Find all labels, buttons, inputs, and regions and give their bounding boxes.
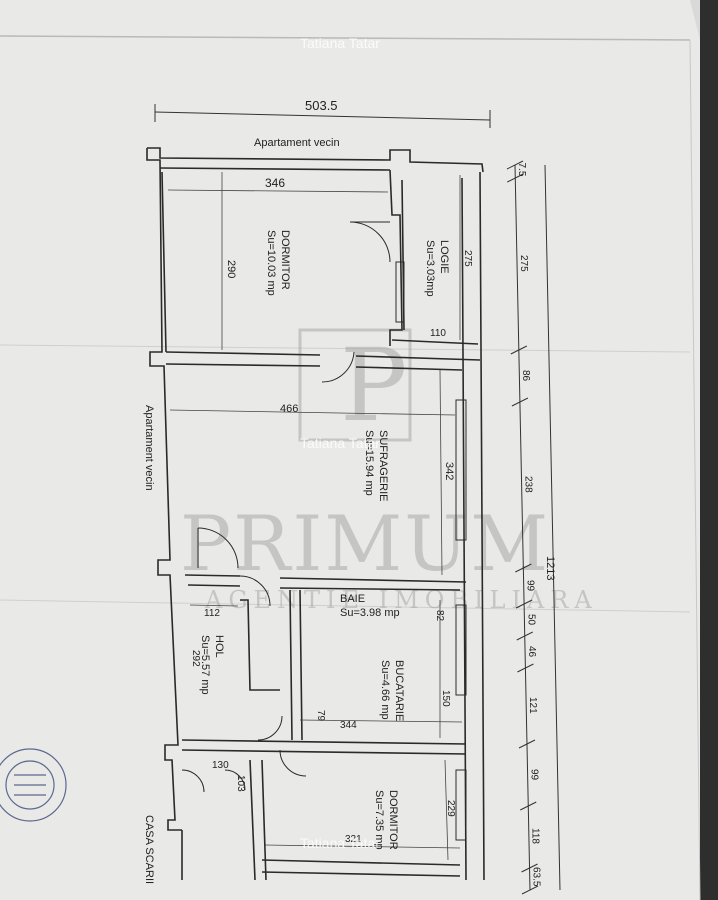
right-dimension-labels: 7.5 275 86 238 99 50 46 121 99 118 63.5 <box>516 163 542 887</box>
certification-stamp <box>0 748 67 822</box>
dimension-chain-label: 118 <box>530 828 541 844</box>
dimension-tick <box>515 563 532 573</box>
dimension-tick <box>520 801 537 811</box>
dim-103: 103 <box>235 775 246 792</box>
dark-edge <box>700 0 718 900</box>
dimension-chain-label: 50 <box>525 614 536 626</box>
dim-342: 342 <box>443 462 455 480</box>
doors <box>181 221 391 793</box>
dimension-chain-label: 99 <box>525 580 536 592</box>
room-area: Su=5.57 mp <box>199 635 211 695</box>
room-bucatarie: BUCATARIE Su=4.66 mp <box>379 660 405 721</box>
room-area: Su=4.66 mp <box>379 660 391 720</box>
dim-150: 150 <box>440 690 451 707</box>
dimension-chain-label: 86 <box>520 370 531 382</box>
logo-tagline: AGENTIE IMOBILIARA <box>204 586 598 614</box>
room-name: BAIE <box>340 593 365 605</box>
right-dimension-lines <box>514 164 561 891</box>
dim-82: 82 <box>434 610 445 622</box>
dimension-tick <box>518 739 536 749</box>
dim-321: 321 <box>345 834 362 845</box>
dim-466: 466 <box>280 403 298 415</box>
label-neighbor-top: Apartament vecin <box>254 137 340 149</box>
dimension-tick <box>507 173 524 183</box>
room-name: DORMITOR <box>279 230 291 290</box>
dimension-chain-label: 7.5 <box>516 163 527 177</box>
interior-dimension-lines <box>167 172 463 861</box>
dimension-chain-label: 63.5 <box>531 867 542 887</box>
room-dormitor-1: DORMITOR Su=10.03 mp <box>265 230 291 296</box>
room-name: HOL <box>213 635 225 658</box>
dimension-chain-label: 238 <box>522 476 533 493</box>
agency-logo: P PRIMUM AGENTIE IMOBILIARA <box>180 327 598 614</box>
dimension-tick <box>511 397 529 407</box>
paper-fold-2 <box>0 599 691 613</box>
paper-fold-top <box>0 35 691 41</box>
top-dimension <box>154 104 491 128</box>
logo-letter: P <box>340 327 407 444</box>
dim-79: 79 <box>315 710 326 722</box>
room-baie: BAIE Su=3.98 mp <box>340 593 400 619</box>
room-name: BUCATARIE <box>393 660 405 721</box>
dimension-tick <box>516 631 533 641</box>
room-area: Su=10.03 mp <box>265 230 277 296</box>
paper-fold-right <box>689 39 701 900</box>
room-hol: HOL Su=5.57 mp <box>199 635 225 695</box>
watermark-top: Tatiana Tatar <box>300 35 380 51</box>
room-area: Su=7.35 mp <box>373 790 385 850</box>
right-dimension-ticks <box>506 160 539 895</box>
windows <box>395 261 467 841</box>
dimension-chain-label: 121 <box>527 697 538 714</box>
dim-346: 346 <box>265 176 285 190</box>
room-area: Su=15.94 mp <box>363 430 375 496</box>
dimension-tick <box>515 599 533 609</box>
dim-110: 110 <box>430 328 446 339</box>
dim-344: 344 <box>340 720 357 731</box>
dimension-chain-label: 275 <box>518 255 529 272</box>
dimension-chain-label: 46 <box>526 646 537 658</box>
room-logie: LOGIE Su=3.03mp <box>424 240 450 297</box>
dim-275: 275 <box>462 250 473 267</box>
room-dormitor-2: DORMITOR Su=7.35 mp <box>373 790 399 850</box>
watermark-bottom: Tatiana Tatar <box>300 835 380 851</box>
room-area: Su=3.03mp <box>424 240 436 297</box>
room-sufragerie: SUFRAGERIE Su=15.94 mp <box>363 430 389 502</box>
room-name: LOGIE <box>438 240 450 274</box>
dimension-tick <box>510 345 528 355</box>
watermark-middle: Tatiana Tatar <box>300 435 380 451</box>
dimension-tick <box>521 863 538 873</box>
logo-name: PRIMUM <box>180 499 550 588</box>
room-name: SUFRAGERIE <box>377 430 389 502</box>
dim-290: 290 <box>225 260 237 278</box>
paper-fold-1 <box>0 344 691 353</box>
dim-right-total: 1213 <box>544 556 556 580</box>
dim-229: 229 <box>445 800 456 817</box>
dim-112: 112 <box>204 608 220 619</box>
label-neighbor-left: Apartament vecin <box>143 405 155 491</box>
dim-292: 292 <box>190 650 201 667</box>
dimension-chain-label: 99 <box>528 769 539 781</box>
dim-130: 130 <box>212 760 229 771</box>
room-name: DORMITOR <box>387 790 399 850</box>
walls <box>146 147 485 881</box>
dimension-tick <box>521 885 539 895</box>
label-stairwell: CASA SCARII <box>143 815 155 884</box>
dimension-tick <box>506 160 524 170</box>
room-area: Su=3.98 mp <box>340 607 400 619</box>
dimension-tick <box>517 663 534 673</box>
dim-total-width: 503.5 <box>305 98 338 113</box>
